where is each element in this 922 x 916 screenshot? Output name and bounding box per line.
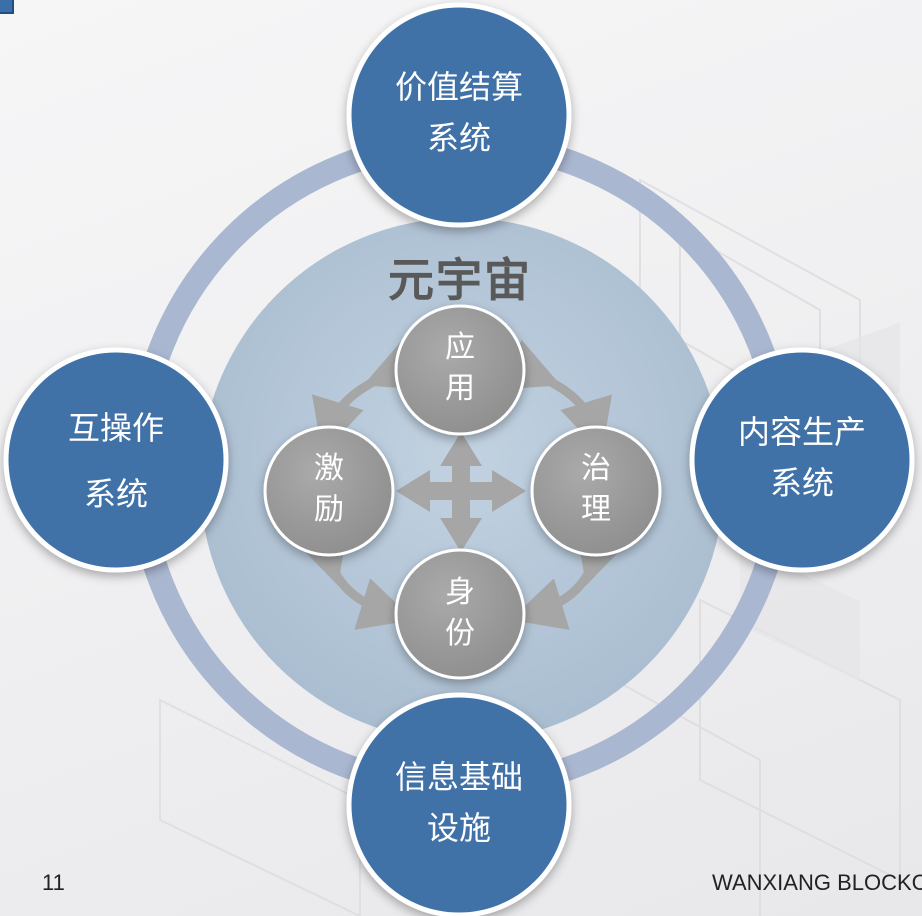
outer-node-bottom-line-1: 信息基础 (394, 758, 523, 796)
arrow-right (492, 470, 526, 512)
inner-node-left-label: 激 励 (279, 449, 379, 530)
inner-node-right-line-2: 理 (581, 491, 611, 527)
outer-node-right-label: 内容生产 系统 (692, 407, 912, 509)
inner-node-left-line-1: 激 (314, 451, 344, 486)
inner-node-bottom-line-2: 份 (445, 615, 475, 651)
arrow-bottom-left (296, 526, 414, 630)
inner-node-right (530, 425, 662, 557)
outer-node-top-line-2: 系统 (426, 119, 491, 158)
outer-node-bottom (346, 692, 572, 916)
inner-node-top (394, 304, 526, 436)
corner-marker (0, 0, 14, 14)
outer-node-left-line-2: 系统 (83, 474, 148, 513)
arrow-bottom-right (510, 526, 628, 630)
inner-node-top-line-1: 应 (445, 330, 475, 365)
arrow-up (440, 432, 482, 466)
outer-node-right (689, 347, 915, 573)
inner-node-top-label: 应 用 (410, 328, 510, 409)
inner-node-right-label: 治 理 (546, 449, 646, 530)
cross-arrows (396, 432, 526, 552)
slide-number: 11 (42, 870, 65, 895)
arrow-left (396, 470, 430, 512)
outer-node-top-label: 价值结算 系统 (349, 62, 569, 164)
outer-node-left-line-1: 互操作 (67, 409, 164, 447)
arrow-down (440, 518, 482, 552)
outer-node-left-label: 互操作 系统 (6, 396, 226, 527)
inner-node-left (263, 425, 395, 557)
outer-node-top-line-1: 价值结算 (394, 68, 523, 106)
inner-node-right-line-1: 治 (581, 451, 611, 486)
inner-node-top-line-2: 用 (445, 370, 475, 406)
inner-node-bottom-label: 身 份 (410, 573, 510, 654)
outer-node-bottom-label: 信息基础 设施 (349, 752, 569, 854)
arrow-top-right (500, 339, 612, 454)
outer-node-right-line-1: 内容生产 (737, 413, 866, 451)
inner-node-bottom-line-1: 身 (445, 575, 475, 610)
center-title: 元宇宙 (388, 253, 532, 307)
outer-node-bottom-line-2: 设施 (426, 809, 491, 848)
inner-node-bottom (394, 548, 526, 680)
outer-node-right-line-2: 系统 (769, 464, 834, 503)
inner-node-left-line-2: 励 (314, 491, 344, 527)
outer-node-left (3, 347, 229, 573)
footer-brand: WANXIANG BLOCKCHAIN (712, 870, 922, 895)
arrow-top-left (312, 339, 424, 454)
diagonal-arrows (296, 339, 628, 630)
outer-node-top (346, 2, 572, 228)
